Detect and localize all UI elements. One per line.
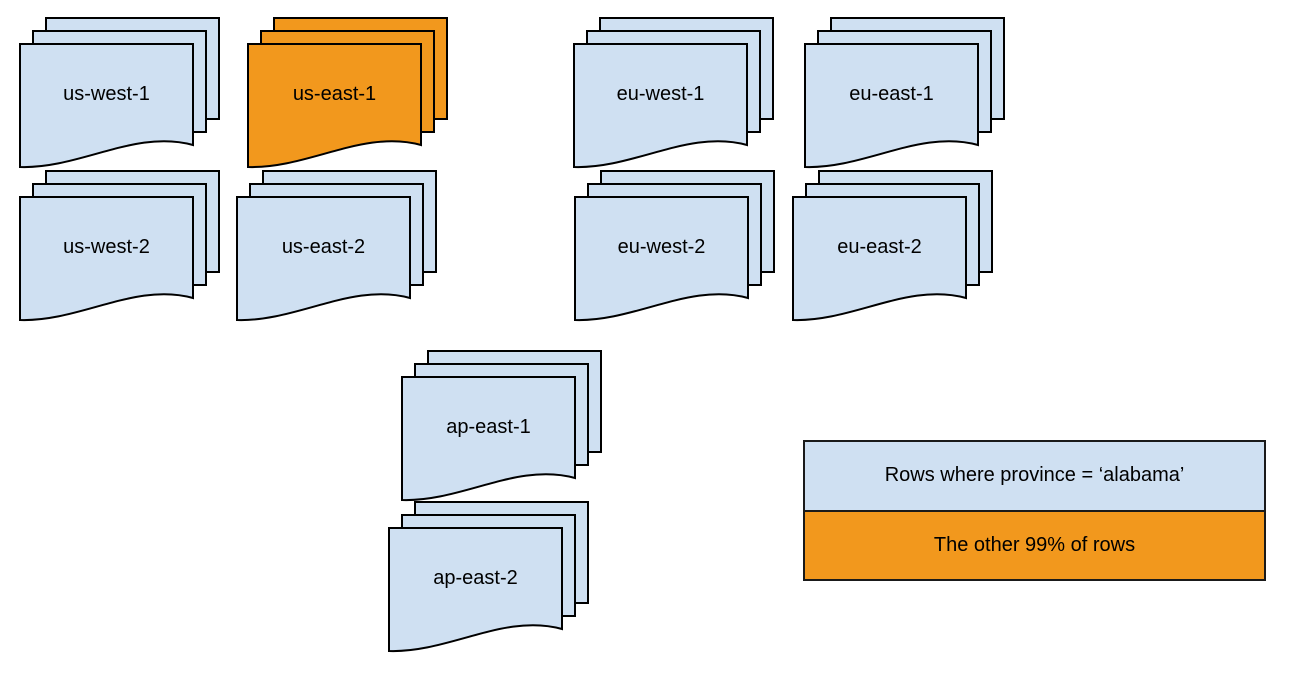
region-stack-ap-east-2: ap-east-2: [388, 501, 590, 653]
legend-item-other-rows: The other 99% of rows: [805, 511, 1264, 579]
region-stack-eu-west-1: eu-west-1: [573, 17, 775, 169]
legend-item-label: The other 99% of rows: [933, 533, 1136, 556]
legend: Rows where province = ‘alabama’ The othe…: [803, 440, 1266, 581]
document-stack-icon: [804, 17, 1005, 169]
document-stack-icon: [574, 170, 775, 322]
region-stack-us-east-2: us-east-2: [236, 170, 438, 322]
region-stack-us-east-1: us-east-1: [247, 17, 449, 169]
document-stack-icon: [573, 17, 774, 169]
legend-item-alabama-rows: Rows where province = ‘alabama’: [805, 442, 1264, 512]
legend-item-label: Rows where province = ‘alabama’: [884, 464, 1185, 487]
document-stack-icon: [247, 17, 448, 169]
region-stack-eu-east-1: eu-east-1: [804, 17, 1006, 169]
document-stack-icon: [236, 170, 437, 322]
document-stack-icon: [792, 170, 993, 322]
document-stack-icon: [388, 501, 589, 653]
document-stack-icon: [401, 350, 602, 502]
region-stack-us-west-1: us-west-1: [19, 17, 221, 169]
region-stack-us-west-2: us-west-2: [19, 170, 221, 322]
document-stack-icon: [19, 170, 220, 322]
region-stack-eu-west-2: eu-west-2: [574, 170, 776, 322]
region-stack-eu-east-2: eu-east-2: [792, 170, 994, 322]
region-stack-ap-east-1: ap-east-1: [401, 350, 603, 502]
document-stack-icon: [19, 17, 220, 169]
